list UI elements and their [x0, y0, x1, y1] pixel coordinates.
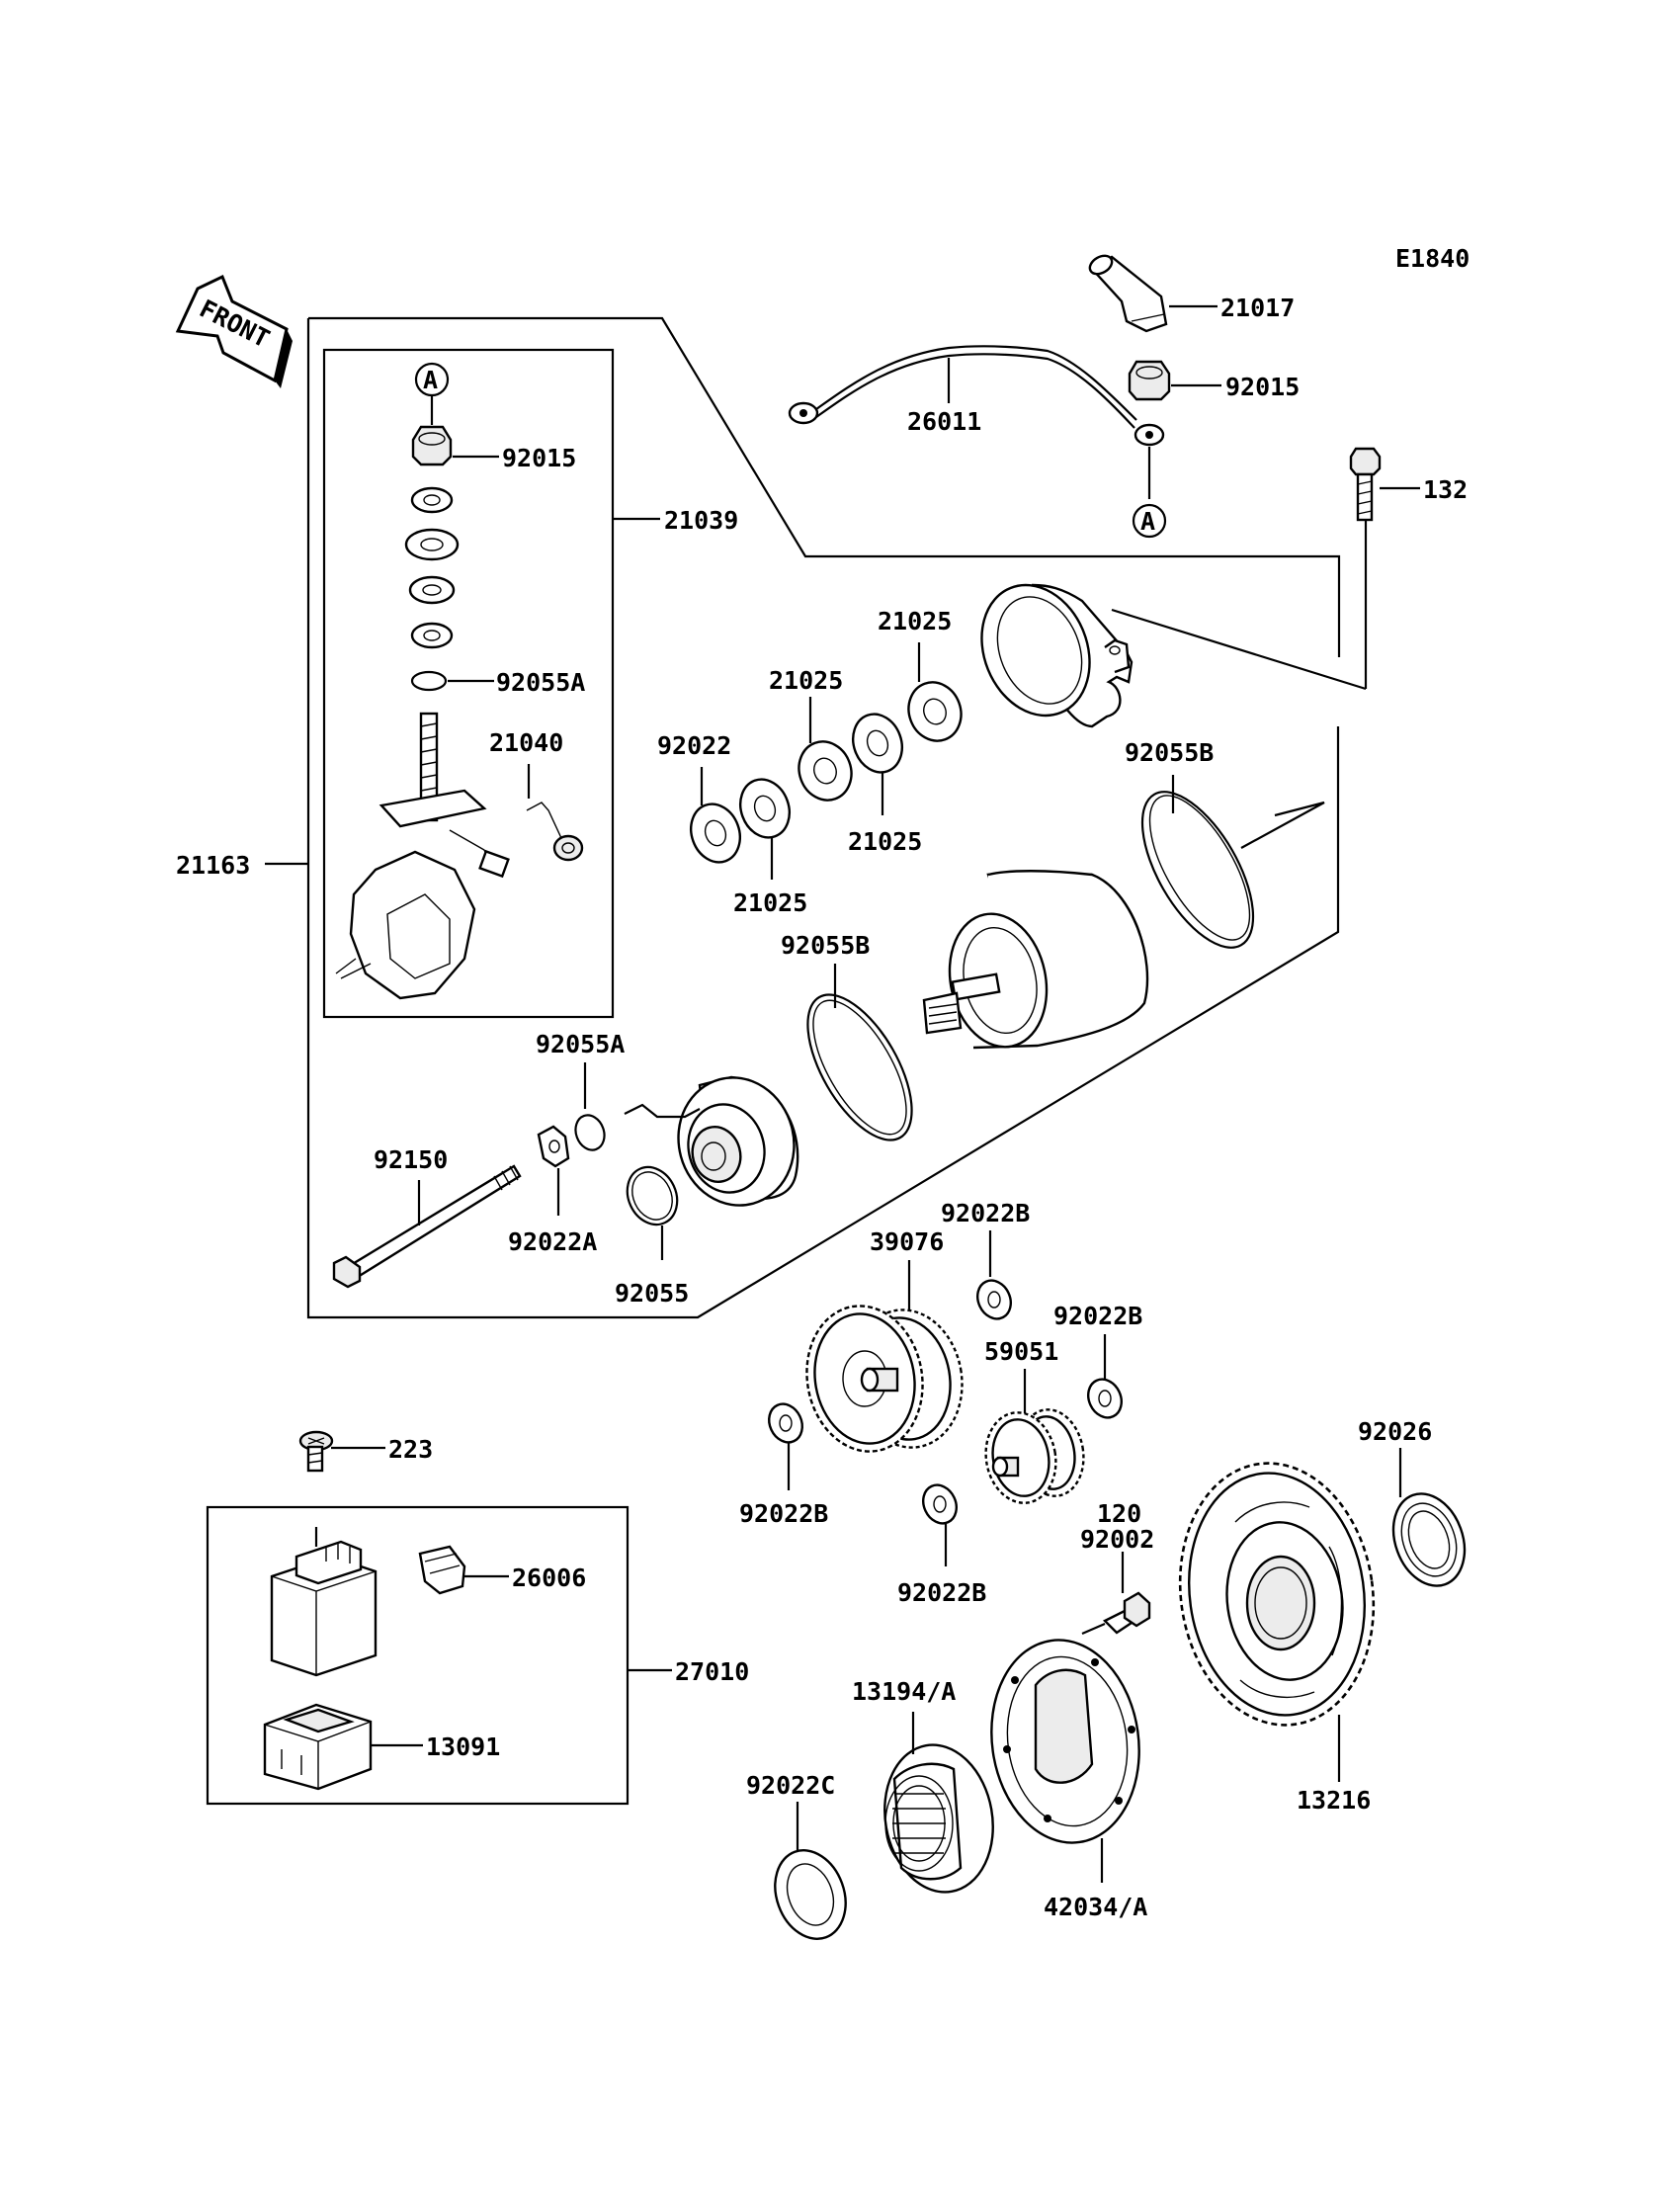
label-27010: 27010 [675, 1657, 749, 1686]
label-59051: 59051 [984, 1337, 1058, 1366]
diagram-code: E1840 [1395, 244, 1470, 273]
front-cover-icon [677, 1075, 799, 1207]
label-92055: 92055 [615, 1279, 689, 1308]
label-92022B-d: 92022B [897, 1578, 986, 1607]
relay-cover-icon [263, 1703, 373, 1791]
o-ring-small-icon [574, 1114, 606, 1151]
label-92055B-b: 92055B [781, 931, 870, 960]
o-ring-large-icon [806, 993, 913, 1141]
front-arrow-icon: FRONT [175, 274, 293, 388]
washer-icon [907, 681, 963, 742]
label-92002: 92002 [1080, 1525, 1154, 1554]
label-92022C: 92022C [746, 1771, 835, 1800]
label-92022B-c: 92022B [739, 1499, 828, 1528]
label-92022A: 92022A [508, 1227, 597, 1256]
assembly-outline-top [308, 316, 1341, 657]
label-39076: 39076 [870, 1227, 944, 1256]
washer-icon [922, 1483, 958, 1525]
label-21163: 21163 [176, 851, 250, 880]
fuse-icon [418, 1545, 466, 1595]
through-bolt-icon [332, 1164, 522, 1289]
brush-holder-box [322, 348, 615, 1019]
rear-cover-icon [980, 583, 1134, 728]
label-120: 120 [1097, 1499, 1141, 1528]
reduction-gear-icon [984, 1408, 1085, 1504]
washer-icon [976, 1279, 1012, 1320]
starter-cable-icon [788, 345, 1165, 447]
washer-icon [690, 803, 741, 864]
label-92022B-a: 92022B [941, 1199, 1030, 1227]
label-21025-c: 21025 [848, 827, 922, 856]
lock-washer-icon [537, 1125, 570, 1168]
label-92015-top: 92015 [1225, 373, 1300, 401]
label-92015-box: 92015 [502, 444, 576, 472]
o-ring-icon [626, 1165, 679, 1226]
label-92022: 92022 [657, 731, 731, 760]
label-92055B-a: 92055B [1125, 738, 1214, 767]
label-92022B-b: 92022B [1053, 1302, 1142, 1330]
bolt-icon [1081, 1591, 1151, 1636]
o-ring-icon [410, 670, 448, 692]
one-way-clutch-icon [883, 1743, 994, 1894]
ref-marker-a-cable: A [1132, 447, 1167, 539]
assembly-outline-diag [1111, 608, 1367, 691]
terminal-cap-icon [1088, 254, 1168, 333]
label-132: 132 [1423, 475, 1468, 504]
label-92026: 92026 [1358, 1417, 1432, 1446]
label-21040: 21040 [489, 728, 563, 757]
label-21039: 21039 [664, 506, 738, 535]
label-13091: 13091 [426, 1732, 500, 1761]
nut-icon [411, 425, 453, 466]
nut-icon [1128, 360, 1171, 401]
label-13194A: 13194/A [852, 1677, 956, 1706]
ref-marker-label: A [1140, 507, 1155, 536]
ref-marker-a-box: A [414, 362, 450, 425]
assembly-outline-bottom [306, 318, 1340, 1319]
washer-stack-icon [404, 486, 460, 649]
label-21025-b: 21025 [769, 666, 843, 695]
label-26011: 26011 [907, 407, 981, 436]
label-13216: 13216 [1297, 1786, 1371, 1815]
starter-clutch-gear-icon [1178, 1462, 1376, 1727]
oil-seal-icon [1391, 1492, 1467, 1587]
label-21017: 21017 [1220, 294, 1295, 322]
washer-icon [852, 713, 903, 774]
brush-spring-icon [526, 802, 584, 862]
label-92055A: 92055A [536, 1030, 625, 1058]
ref-marker-label: A [423, 366, 438, 394]
label-26006: 26006 [512, 1563, 586, 1592]
washer-icon [774, 1849, 847, 1940]
label-21025-d: 21025 [733, 888, 807, 917]
label-92150: 92150 [374, 1145, 448, 1174]
relay-box [206, 1505, 630, 1806]
washer-icon [798, 740, 853, 802]
label-21025-a: 21025 [878, 607, 952, 635]
o-ring-large-icon [1140, 791, 1255, 949]
bolt-icon [1349, 447, 1382, 522]
washer-icon [1087, 1378, 1123, 1419]
clutch-housing-icon [990, 1639, 1140, 1844]
label-223: 223 [388, 1435, 433, 1464]
starter-yoke-icon [922, 870, 1149, 1050]
label-42034A: 42034/A [1044, 1893, 1147, 1921]
screw-icon [298, 1430, 334, 1473]
starter-relay-icon [270, 1527, 378, 1677]
washer-icon [739, 778, 791, 839]
label-92055A-box: 92055A [496, 668, 585, 697]
washer-icon [768, 1402, 803, 1444]
idle-gear-icon [805, 1305, 964, 1453]
brush-holder-icon [335, 712, 510, 1000]
